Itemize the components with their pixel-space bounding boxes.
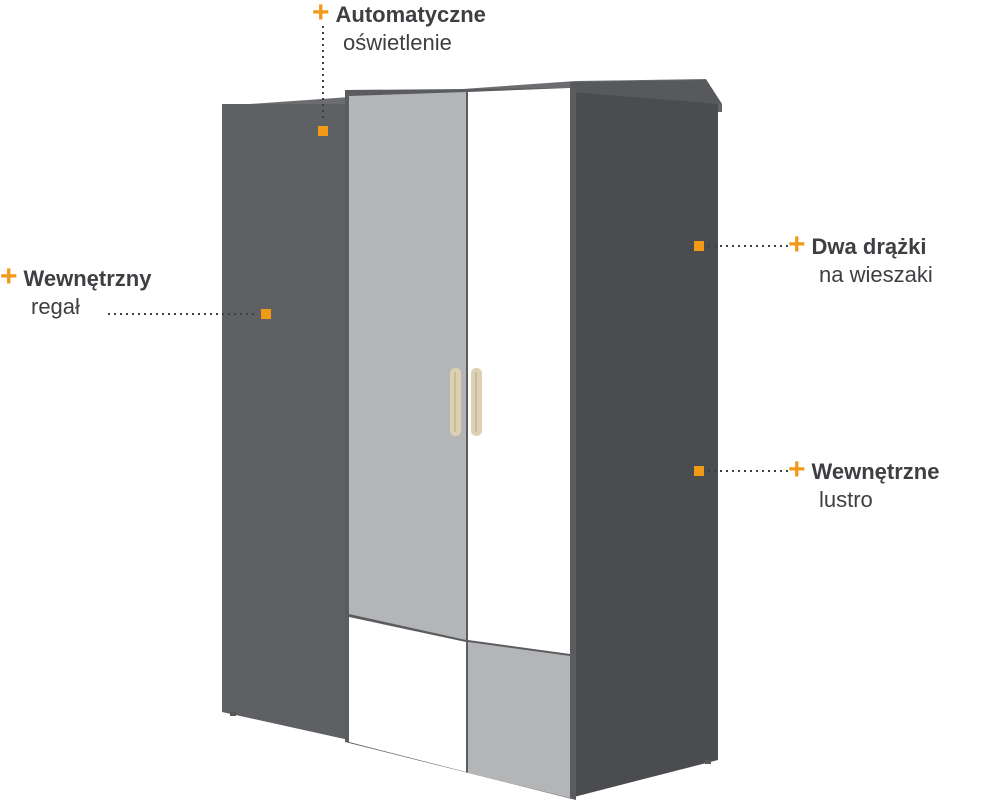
wardrobe-right-panel	[570, 90, 718, 798]
lighting-title: Automatyczne	[335, 1, 486, 27]
shelf-subtitle: regał	[31, 294, 80, 319]
lighting-subtitle: oświetlenie	[343, 30, 452, 55]
mirror-subtitle: lustro	[819, 487, 873, 512]
grey-drawer	[468, 642, 570, 798]
white-drawer	[349, 617, 466, 772]
plus-icon: +	[788, 228, 806, 261]
wardrobe-right-panel-top	[570, 80, 722, 104]
wardrobe-foot	[705, 760, 711, 764]
plus-icon: +	[0, 260, 18, 293]
mirror-marker	[694, 466, 704, 476]
plus-icon: +	[312, 0, 330, 29]
plus-icon: +	[788, 453, 806, 486]
wardrobe-left-panel	[222, 104, 349, 740]
mirror-title: Wewnętrzne	[811, 458, 940, 484]
shelf-callout: + Wewnętrzny regał	[0, 260, 152, 320]
mirror-callout: + Wewnętrzne lustro	[788, 453, 940, 513]
rails-callout: + Dwa drążki na wieszaki	[788, 228, 933, 288]
rails-title: Dwa drążki	[811, 233, 927, 259]
lighting-marker	[318, 126, 328, 136]
lighting-callout: + Automatyczne oświetlenie	[312, 0, 486, 56]
rails-marker	[694, 241, 704, 251]
wardrobe-foot	[230, 712, 236, 716]
rails-subtitle: na wieszaki	[819, 262, 933, 287]
grey-door	[349, 92, 466, 640]
shelf-title: Wewnętrzny	[23, 265, 152, 291]
white-door	[468, 88, 570, 654]
shelf-marker	[261, 309, 271, 319]
